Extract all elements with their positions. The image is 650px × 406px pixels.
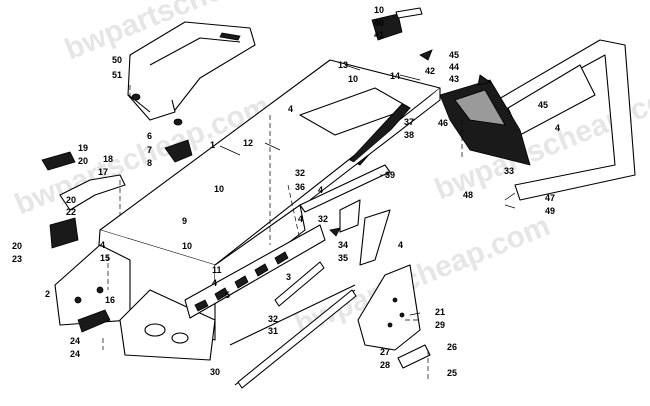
callout-label: 3: [286, 272, 291, 282]
callout-label: 47: [545, 193, 555, 203]
cap-part: [41, 151, 76, 171]
callout-label: 26: [447, 342, 457, 352]
callout-label: 37: [404, 117, 414, 127]
callout-label: 19: [78, 143, 88, 153]
callout-label: 16: [105, 295, 115, 305]
seat-part: [127, 21, 256, 126]
callout-label: 39: [385, 170, 395, 180]
callout-label: 14: [390, 71, 400, 81]
callout-label: 4: [555, 123, 560, 133]
callout-label: 7: [147, 145, 152, 155]
callout-label: 20: [12, 241, 22, 251]
rail-part: [184, 224, 326, 319]
callout-label: 4: [212, 278, 217, 288]
callout-label: 51: [112, 70, 122, 80]
callout-label: 6: [147, 131, 152, 141]
callout-label: 4: [318, 185, 323, 195]
callout-label: 48: [463, 190, 473, 200]
callout-label: 41: [374, 30, 384, 40]
bracket-part: [359, 209, 391, 266]
callout-label: 2: [45, 289, 50, 299]
callout-label: 20: [66, 195, 76, 205]
callout-label: 49: [545, 206, 555, 216]
callout-label: 35: [338, 253, 348, 263]
watermark-text: bwpartscheap.com: [290, 209, 554, 341]
callout-label: 9: [182, 216, 187, 226]
bumper-part: [479, 39, 636, 201]
bracket-part: [299, 164, 391, 213]
callout-label: 24: [70, 336, 80, 346]
callout-label: 4: [298, 214, 303, 224]
callout-label: 32: [318, 214, 328, 224]
vent-part: [49, 217, 79, 249]
callout-label: 1: [210, 140, 215, 150]
callout-label: 18: [103, 154, 113, 164]
callout-label: 43: [449, 74, 459, 84]
arrow-icon: [419, 49, 433, 61]
flap-part: [439, 79, 531, 166]
callout-label: 10: [214, 184, 224, 194]
callout-label: 30: [210, 367, 220, 377]
callout-label: 17: [98, 167, 108, 177]
callout-label: 28: [380, 360, 390, 370]
callout-label: 11: [212, 265, 222, 275]
callout-label: 38: [404, 130, 414, 140]
callout-label: 4: [398, 240, 403, 250]
bar-part: [229, 284, 356, 346]
bar-part: [274, 261, 325, 307]
callout-label: 8: [147, 158, 152, 168]
callout-label: 5: [225, 290, 230, 300]
callout-label: 45: [449, 50, 459, 60]
callout-label: 24: [70, 349, 80, 359]
arrow-icon: [329, 227, 341, 237]
arrow-icon: [477, 74, 491, 86]
callout-label: 22: [66, 207, 76, 217]
bracket-part: [164, 139, 193, 163]
side-panel-part: [54, 244, 216, 361]
callout-label: 44: [449, 62, 459, 72]
callout-label: 21: [435, 307, 445, 317]
callout-label: 40: [374, 18, 384, 28]
handle-part: [59, 174, 126, 211]
bracket-part: [339, 199, 361, 233]
callout-label: 12: [243, 138, 253, 148]
step-part: [77, 309, 111, 333]
callout-label: 27: [380, 347, 390, 357]
callout-label: 31: [268, 326, 278, 336]
callout-label: 33: [504, 166, 514, 176]
bar-part: [237, 289, 357, 389]
callout-label: 46: [438, 118, 448, 128]
callout-label: 32: [268, 314, 278, 324]
callout-label: 29: [435, 320, 445, 330]
callout-label: 10: [374, 5, 384, 15]
callout-label: 10: [348, 74, 358, 84]
callout-label: 15: [100, 253, 110, 263]
top-bracket-part: [371, 7, 423, 41]
callout-label: 20: [78, 156, 88, 166]
callout-label: 25: [447, 368, 457, 378]
callout-label: 50: [112, 55, 122, 65]
callout-label: 23: [12, 254, 22, 264]
footrest-part: [357, 264, 431, 369]
callout-label: 36: [295, 182, 305, 192]
callout-label: 4: [288, 104, 293, 114]
callout-label: 42: [425, 66, 435, 76]
callout-label: 10: [182, 241, 192, 251]
callout-label: 45: [538, 100, 548, 110]
callout-label: 32: [295, 168, 305, 178]
callout-label: 13: [338, 60, 348, 70]
callout-label: 4: [100, 240, 105, 250]
callout-label: 34: [338, 240, 348, 250]
